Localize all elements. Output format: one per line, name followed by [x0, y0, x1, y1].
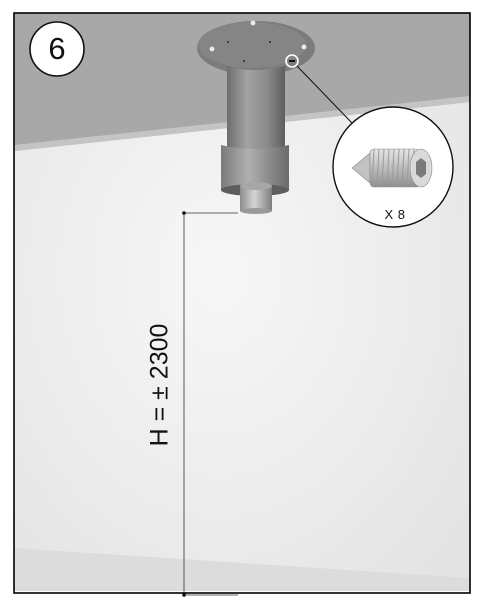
frame-border	[13, 12, 471, 594]
nozzle	[240, 187, 272, 214]
floor-shadow	[14, 548, 470, 591]
flange-hole	[250, 20, 256, 26]
nozzle-tip	[240, 208, 272, 214]
flange-hole	[301, 44, 307, 50]
upper-pipe	[227, 66, 285, 154]
set-screw-icon	[351, 148, 433, 188]
step-number: 6	[48, 31, 66, 66]
flange-highlight	[198, 22, 306, 68]
callout-marker	[285, 54, 299, 68]
quantity-label: X 8	[384, 207, 406, 222]
nozzle-rim	[240, 182, 272, 190]
callout-leader	[296, 65, 353, 124]
callout-marker-dash	[289, 60, 295, 62]
flange-dot	[269, 41, 271, 43]
flange-dot	[243, 60, 245, 62]
height-label: H = ± 2300	[145, 323, 174, 447]
flange-dot	[227, 41, 229, 43]
height-dimension	[182, 211, 238, 597]
flange-hole	[209, 46, 215, 52]
step-badge	[29, 21, 85, 77]
lower-pipe	[221, 145, 289, 194]
